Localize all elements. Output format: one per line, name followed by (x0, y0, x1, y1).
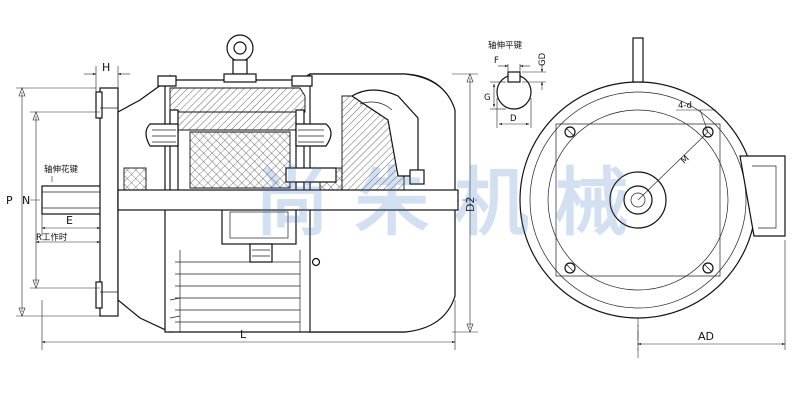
winding-right (295, 123, 332, 147)
rotor-core (189, 131, 291, 189)
watermark: 尚 朱 机 械 (255, 160, 628, 246)
side-view-dimensions: H P N E R工作时 轴伸花键 L (6, 61, 478, 350)
dim-label-D2: D2 (464, 197, 477, 212)
fan-blade (350, 89, 419, 177)
note-spline-shaft: 轴伸花键 (44, 164, 79, 175)
side-view (30, 34, 478, 333)
front-bearing (123, 167, 147, 191)
dim-label-G: G (484, 93, 491, 103)
dim-label-F: F (494, 56, 499, 66)
dim-label-N: N (22, 194, 30, 207)
ground-bolt (311, 257, 321, 267)
key-slot (507, 71, 521, 83)
dim-label-E: E (66, 214, 73, 227)
dim-label-H: H (102, 61, 110, 74)
key-detail: 轴伸平键 F GD G D (484, 40, 548, 128)
front-view: 4-d M AD (519, 37, 786, 360)
dim-label-D: D (510, 114, 517, 124)
flange (99, 87, 119, 317)
watermark-text: 尚 朱 机 械 (255, 160, 628, 246)
dim-label-L: L (240, 328, 247, 341)
mounting-holes (564, 126, 714, 274)
dim-label-AD: AD (698, 330, 714, 343)
housing-fins (169, 250, 301, 332)
dim-label-GD: GD (538, 52, 548, 66)
note-flat-key-shaft: 轴伸平键 (488, 40, 523, 51)
front-terminal-box (739, 155, 786, 237)
rotor-shaft (117, 189, 459, 211)
cable-gland (249, 243, 273, 263)
dim-label-P: P (6, 194, 13, 207)
shaft (41, 185, 103, 215)
stator-frame-section (169, 87, 306, 113)
front-eye-bolt (632, 37, 644, 83)
lifting-eye-bolt (223, 34, 257, 83)
dim-label-R: R工作时 (36, 232, 68, 243)
dim-label-holes: 4-d (678, 101, 692, 111)
winding-left (145, 123, 179, 147)
